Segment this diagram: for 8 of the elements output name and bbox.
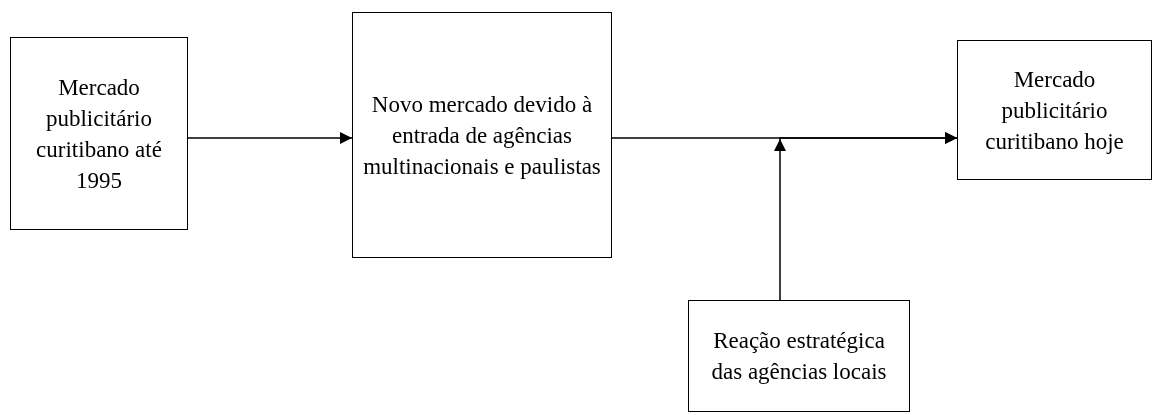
box-label: Mercado publicitário curitibano até 1995 [35,73,163,195]
box-label: Reação estratégica das agências locais [710,327,888,386]
process-box [957,40,1152,180]
process-box [688,300,910,412]
box-label: Mercado publicitário curitibano hoje [984,65,1125,156]
box-label: Novo mercado devido à entrada de agências multinacionais e paulistas [362,90,602,181]
process-box [352,12,612,258]
process-box [10,37,188,230]
